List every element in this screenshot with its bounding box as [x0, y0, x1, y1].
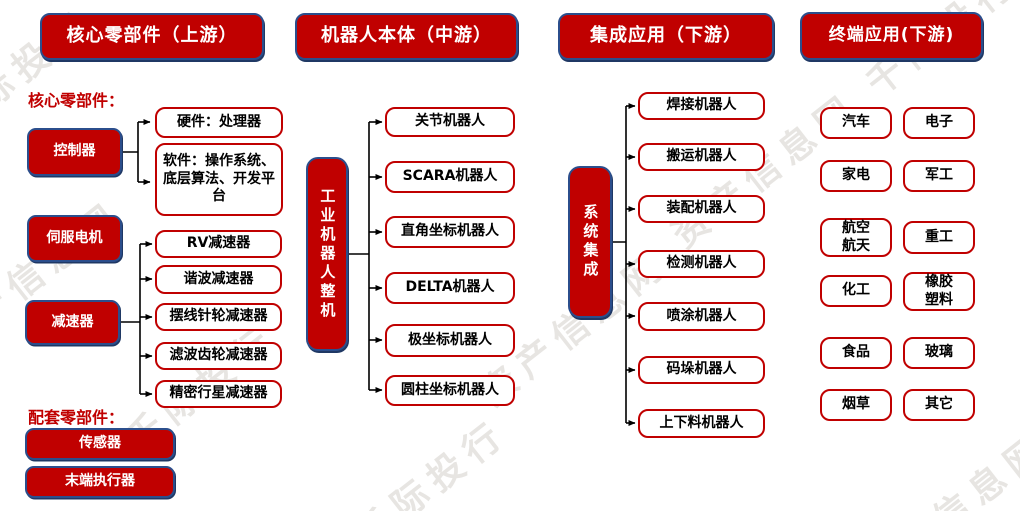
- node-servo-motor: 伺服电机: [27, 215, 122, 262]
- cell-tobacco: 烟草: [820, 389, 892, 421]
- node-articulated-robot: 关节机器人: [385, 107, 515, 137]
- cell-heavy-industry: 重工: [903, 221, 975, 254]
- node-cylindrical-robot: 圆柱坐标机器人: [385, 375, 515, 406]
- cell-automotive: 汽车: [820, 107, 892, 139]
- node-spraying-robot: 喷涂机器人: [638, 302, 765, 331]
- node-software-os-algorithms: 软件：操作系统、底层算法、开发平台: [155, 143, 283, 216]
- node-precision-planetary-reducer: 精密行星减速器: [155, 380, 282, 408]
- node-industrial-robot-complete: 工业机器人整机: [306, 157, 348, 351]
- section-label-supporting-components: 配套零部件：: [28, 408, 125, 427]
- node-cycloidal-pin-reducer: 摆线针轮减速器: [155, 303, 282, 331]
- cell-chemical-industry: 化工: [820, 275, 892, 307]
- node-hardware-processor: 硬件：处理器: [155, 107, 283, 138]
- node-harmonic-reducer: 谐波减速器: [155, 265, 282, 294]
- node-handling-robot: 搬运机器人: [638, 143, 765, 171]
- header-core-components-upstream: 核心零部件（上游）: [40, 13, 264, 60]
- node-sensor: 传感器: [25, 428, 175, 460]
- node-assembly-robot: 装配机器人: [638, 195, 765, 223]
- node-palletizing-robot: 码垛机器人: [638, 356, 765, 384]
- header-robot-body-midstream: 机器人本体（中游）: [295, 13, 518, 60]
- cell-aerospace: 航空 航天: [820, 218, 892, 257]
- node-reducer: 减速器: [25, 300, 120, 345]
- node-loading-unloading-robot: 上下料机器人: [638, 409, 765, 438]
- node-cartesian-robot: 直角坐标机器人: [385, 216, 515, 248]
- node-scara-robot: SCARA机器人: [385, 161, 515, 193]
- node-inspection-robot: 检测机器人: [638, 250, 765, 278]
- node-controller: 控制器: [27, 128, 122, 176]
- header-integrated-applications-downstream: 集成应用（下游）: [558, 13, 774, 60]
- cell-military-industry: 军工: [903, 160, 975, 192]
- header-terminal-applications-downstream: 终端应用(下游): [800, 12, 983, 60]
- node-polar-robot: 极坐标机器人: [385, 324, 515, 357]
- node-rv-reducer: RV减速器: [155, 230, 282, 258]
- node-welding-robot: 焊接机器人: [638, 92, 765, 120]
- node-system-integration: 系统集成: [568, 166, 612, 318]
- node-delta-robot: DELTA机器人: [385, 272, 515, 304]
- cell-electronics: 电子: [903, 107, 975, 139]
- node-filter-gear-reducer: 滤波齿轮减速器: [155, 342, 282, 370]
- cell-food: 食品: [820, 337, 892, 369]
- cell-glass: 玻璃: [903, 337, 975, 369]
- section-label-core-components: 核心零部件：: [28, 91, 125, 110]
- cell-other: 其它: [903, 389, 975, 421]
- node-end-effector: 末端执行器: [25, 466, 175, 498]
- cell-rubber-plastics: 橡胶 塑料: [903, 272, 975, 311]
- cell-home-appliances: 家电: [820, 160, 892, 192]
